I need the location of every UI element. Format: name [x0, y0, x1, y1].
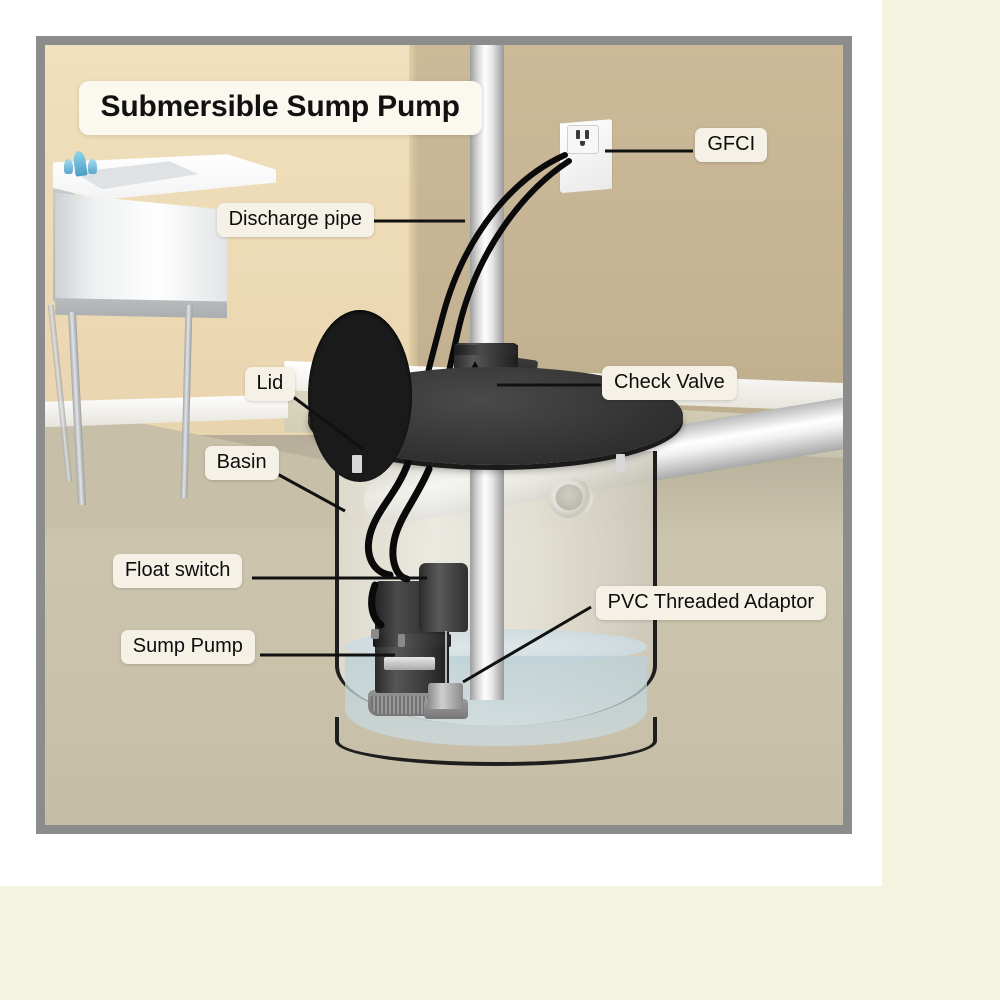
sink-front-panel	[55, 192, 228, 316]
pump-clamp-band	[372, 633, 452, 647]
sump-pump	[368, 552, 484, 720]
label-lid: Lid	[244, 367, 296, 402]
faucet-handle-left	[64, 159, 74, 175]
lid-clip-left	[352, 455, 362, 474]
label-discharge-pipe: Discharge pipe	[216, 202, 374, 237]
label-check-valve: Check Valve	[602, 366, 737, 401]
utility-sink	[48, 149, 277, 506]
label-sump-pump: Sump Pump	[120, 630, 255, 664]
outlet-slot-left	[575, 129, 580, 140]
label-float-switch: Float switch	[112, 554, 243, 589]
sink-apron	[55, 298, 228, 319]
float-switch	[419, 563, 468, 633]
pump-nameplate	[384, 656, 436, 670]
outlet-receptacle	[567, 125, 599, 154]
diagram-frame: Submersible Sump Pump Discharge pipe GFC…	[36, 36, 852, 834]
pump-cord-loops	[364, 459, 433, 629]
label-basin: Basin	[204, 445, 279, 480]
leader-lines	[252, 149, 693, 684]
gfci-outlet	[559, 119, 613, 194]
label-gfci: GFCI	[695, 127, 768, 162]
basin-floor-rim	[334, 716, 657, 767]
faucet	[64, 149, 100, 176]
label-pvc-threaded-adaptor: PVC Threaded Adaptor	[595, 586, 827, 621]
lid-clip-right	[615, 453, 626, 472]
wall-corner	[408, 45, 419, 498]
diagram-title: Submersible Sump Pump	[78, 80, 482, 135]
pump-fastener-left	[370, 628, 379, 639]
discharge-pipe-lower	[469, 435, 504, 701]
outlet-ground-pin	[579, 140, 585, 146]
outlet-slot-right	[585, 129, 589, 140]
check-valve-ring-top	[453, 345, 519, 355]
pvc-threaded-adaptor	[428, 683, 464, 710]
pump-fastener-right	[398, 633, 406, 647]
float-switch-rod	[444, 630, 448, 697]
diagram-scene: Submersible Sump Pump Discharge pipe GFC…	[45, 45, 843, 825]
pump-intake-screen	[370, 696, 431, 715]
lid-access-hole	[308, 310, 413, 482]
faucet-handle-right	[87, 159, 98, 175]
